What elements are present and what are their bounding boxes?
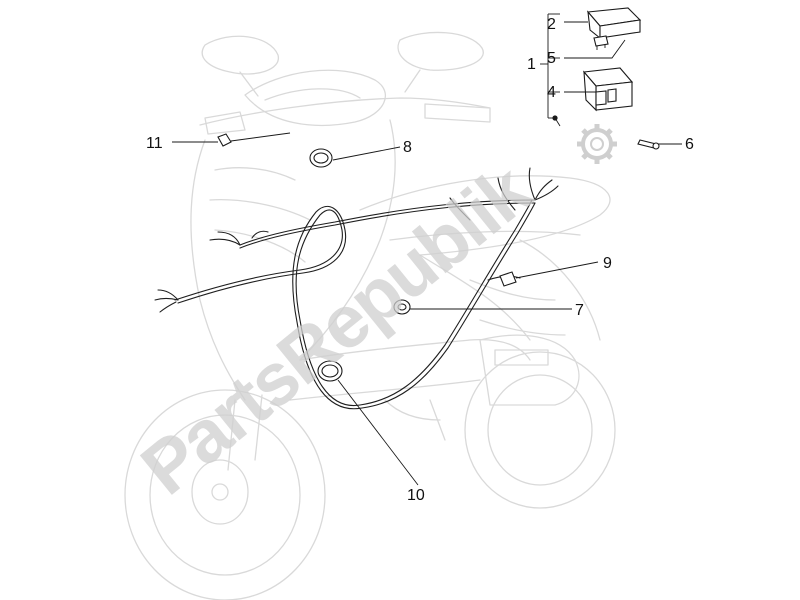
callout-8: 8 xyxy=(403,139,412,156)
callout-numbers: 2 5 1 4 6 8 11 9 7 10 xyxy=(146,16,694,504)
relay-cover-part-2 xyxy=(586,7,642,40)
watermark: PartsRepublik xyxy=(126,147,547,510)
gear-icon xyxy=(577,124,617,164)
callout-4: 4 xyxy=(547,84,556,101)
leader-lines xyxy=(172,13,682,486)
grommet-part-10 xyxy=(317,360,343,382)
callout-7: 7 xyxy=(575,302,584,319)
callout-2: 2 xyxy=(547,16,556,33)
callout-9: 9 xyxy=(603,255,612,272)
callout-1: 1 xyxy=(527,56,536,73)
wiring-harness xyxy=(154,167,559,410)
callout-11: 11 xyxy=(146,135,163,152)
grommet-part-7 xyxy=(393,299,411,315)
clip-part-9 xyxy=(499,271,517,287)
clamp-part-8 xyxy=(309,148,333,168)
screw-part-6 xyxy=(637,139,660,150)
fuse-part-5 xyxy=(593,35,609,50)
cable-clip-part-11 xyxy=(217,133,232,147)
callout-6: 6 xyxy=(685,136,694,153)
callout-10: 10 xyxy=(407,487,425,504)
fuse-box-part-4 xyxy=(582,67,634,112)
callout-5: 5 xyxy=(547,50,556,67)
